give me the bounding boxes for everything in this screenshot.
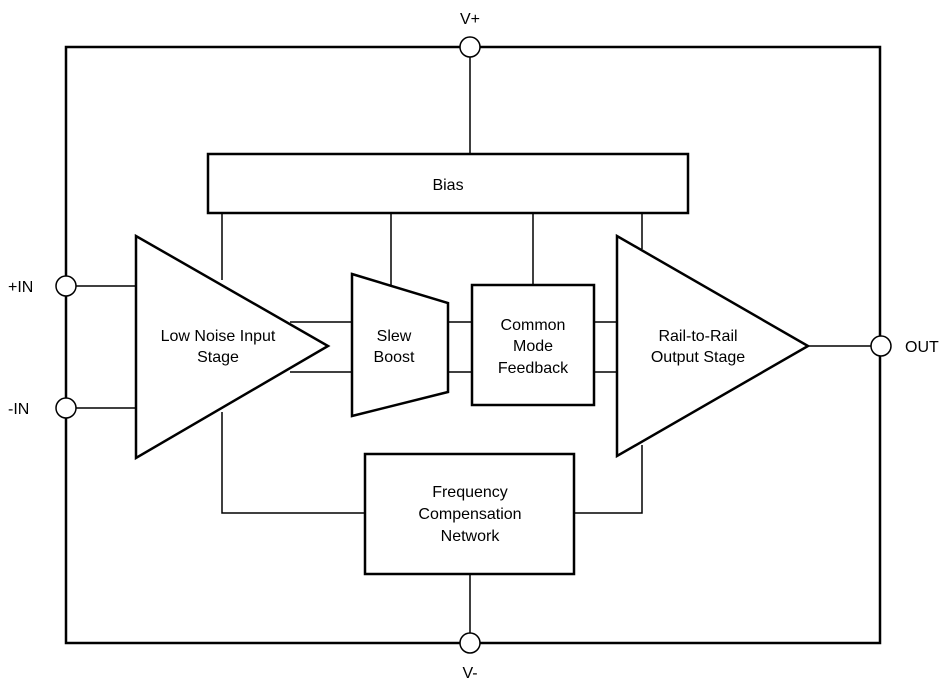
output-stage-label-2: Output Stage [651,349,745,366]
common-mode-feedback-block [470,283,596,407]
v-minus-pin [459,632,481,654]
v-minus-label: V- [462,665,477,681]
cmfb-label-3: Feedback [498,360,569,377]
bias-block [206,152,690,215]
freq-comp-label-3: Network [441,528,501,545]
in-minus-pin [55,397,77,419]
output-stage-triangle [615,233,811,459]
input-stage-label-1: Low Noise Input [161,328,276,345]
freq-comp-label-2: Compensation [418,506,521,523]
input-to-comp-wire [221,412,365,514]
slew-boost-block [350,272,450,418]
input-stage-triangle [134,233,331,461]
input-stage-label-2: Stage [197,349,239,366]
output-to-comp-wire [574,445,643,514]
output-stage-label-1: Rail-to-Rail [658,328,737,345]
cmfb-label-1: Common [501,317,566,334]
out-label: OUT [905,339,939,356]
v-plus-pin [459,36,481,58]
cmfb-label-2: Mode [513,338,553,355]
slew-boost-label-1: Slew [377,328,412,345]
frequency-compensation-block [363,452,576,576]
bias-label: Bias [432,177,463,194]
v-plus-label: V+ [460,11,480,28]
freq-comp-label-1: Frequency [432,484,508,501]
in-minus-label: -IN [8,401,29,418]
out-pin [870,335,892,357]
slew-boost-label-2: Boost [374,349,415,366]
wires [75,57,872,634]
in-plus-label: +IN [8,279,33,296]
in-plus-pin [55,275,77,297]
